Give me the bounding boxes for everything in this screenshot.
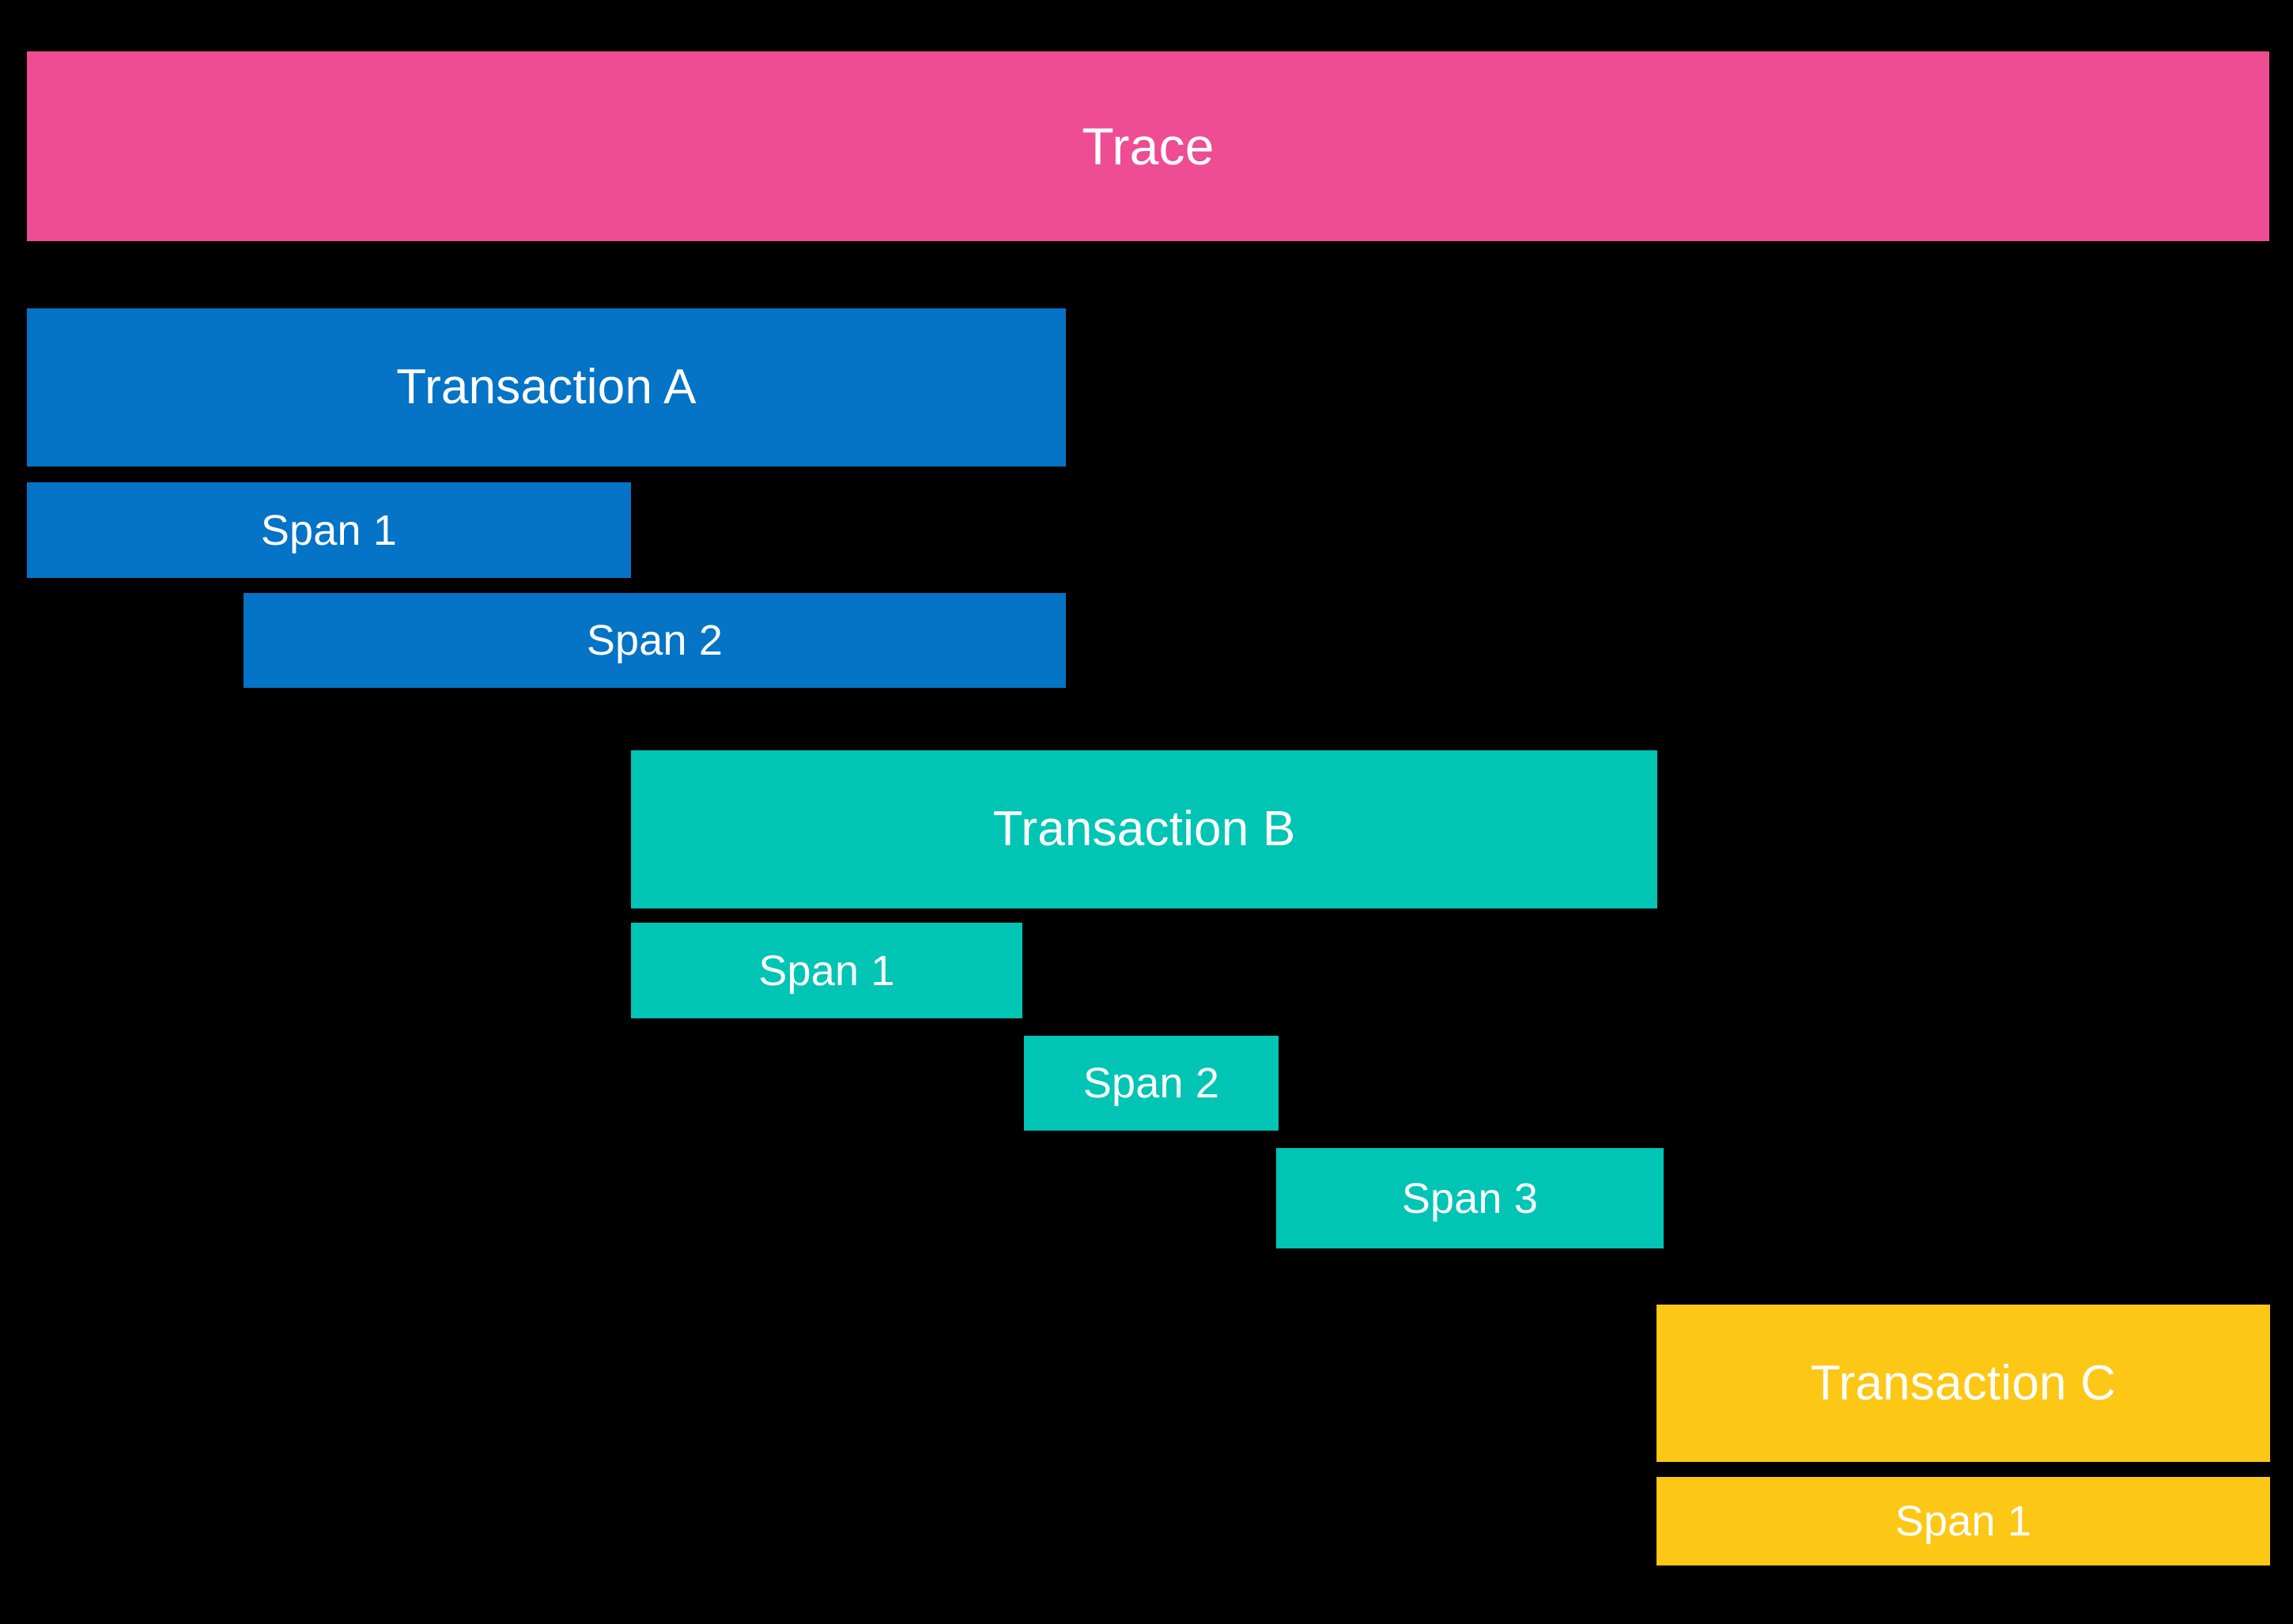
transaction-c-span-1-bar[interactable]: Span 1 xyxy=(1656,1477,2270,1565)
trace-bar-label: Trace xyxy=(1082,117,1214,176)
transaction-b-span-2-bar[interactable]: Span 2 xyxy=(1024,1036,1279,1131)
transaction-a-span-2-bar[interactable]: Span 2 xyxy=(244,593,1066,688)
transaction-c-bar[interactable]: Transaction C xyxy=(1656,1305,2270,1462)
transaction-b-span-3-bar[interactable]: Span 3 xyxy=(1276,1148,1664,1248)
transaction-b-span-3-label: Span 3 xyxy=(1401,1174,1539,1222)
transaction-a-bar[interactable]: Transaction A xyxy=(27,308,1066,466)
transaction-c-span-1-label: Span 1 xyxy=(1894,1497,2032,1545)
trace-bar[interactable]: Trace xyxy=(27,51,2269,241)
transaction-b-span-2-label: Span 2 xyxy=(1082,1059,1220,1107)
transaction-b-span-1-label: Span 1 xyxy=(758,946,895,995)
transaction-a-label: Transaction A xyxy=(396,360,697,414)
transaction-c-label: Transaction C xyxy=(1810,1355,2117,1411)
transaction-b-bar[interactable]: Transaction B xyxy=(631,750,1657,908)
transaction-a-span-2-label: Span 2 xyxy=(586,617,723,664)
transaction-b-span-1-bar[interactable]: Span 1 xyxy=(631,923,1022,1018)
transaction-a-span-1-label: Span 1 xyxy=(260,506,398,554)
transaction-a-span-1-bar[interactable]: Span 1 xyxy=(27,482,631,578)
transaction-b-label: Transaction B xyxy=(992,802,1296,856)
